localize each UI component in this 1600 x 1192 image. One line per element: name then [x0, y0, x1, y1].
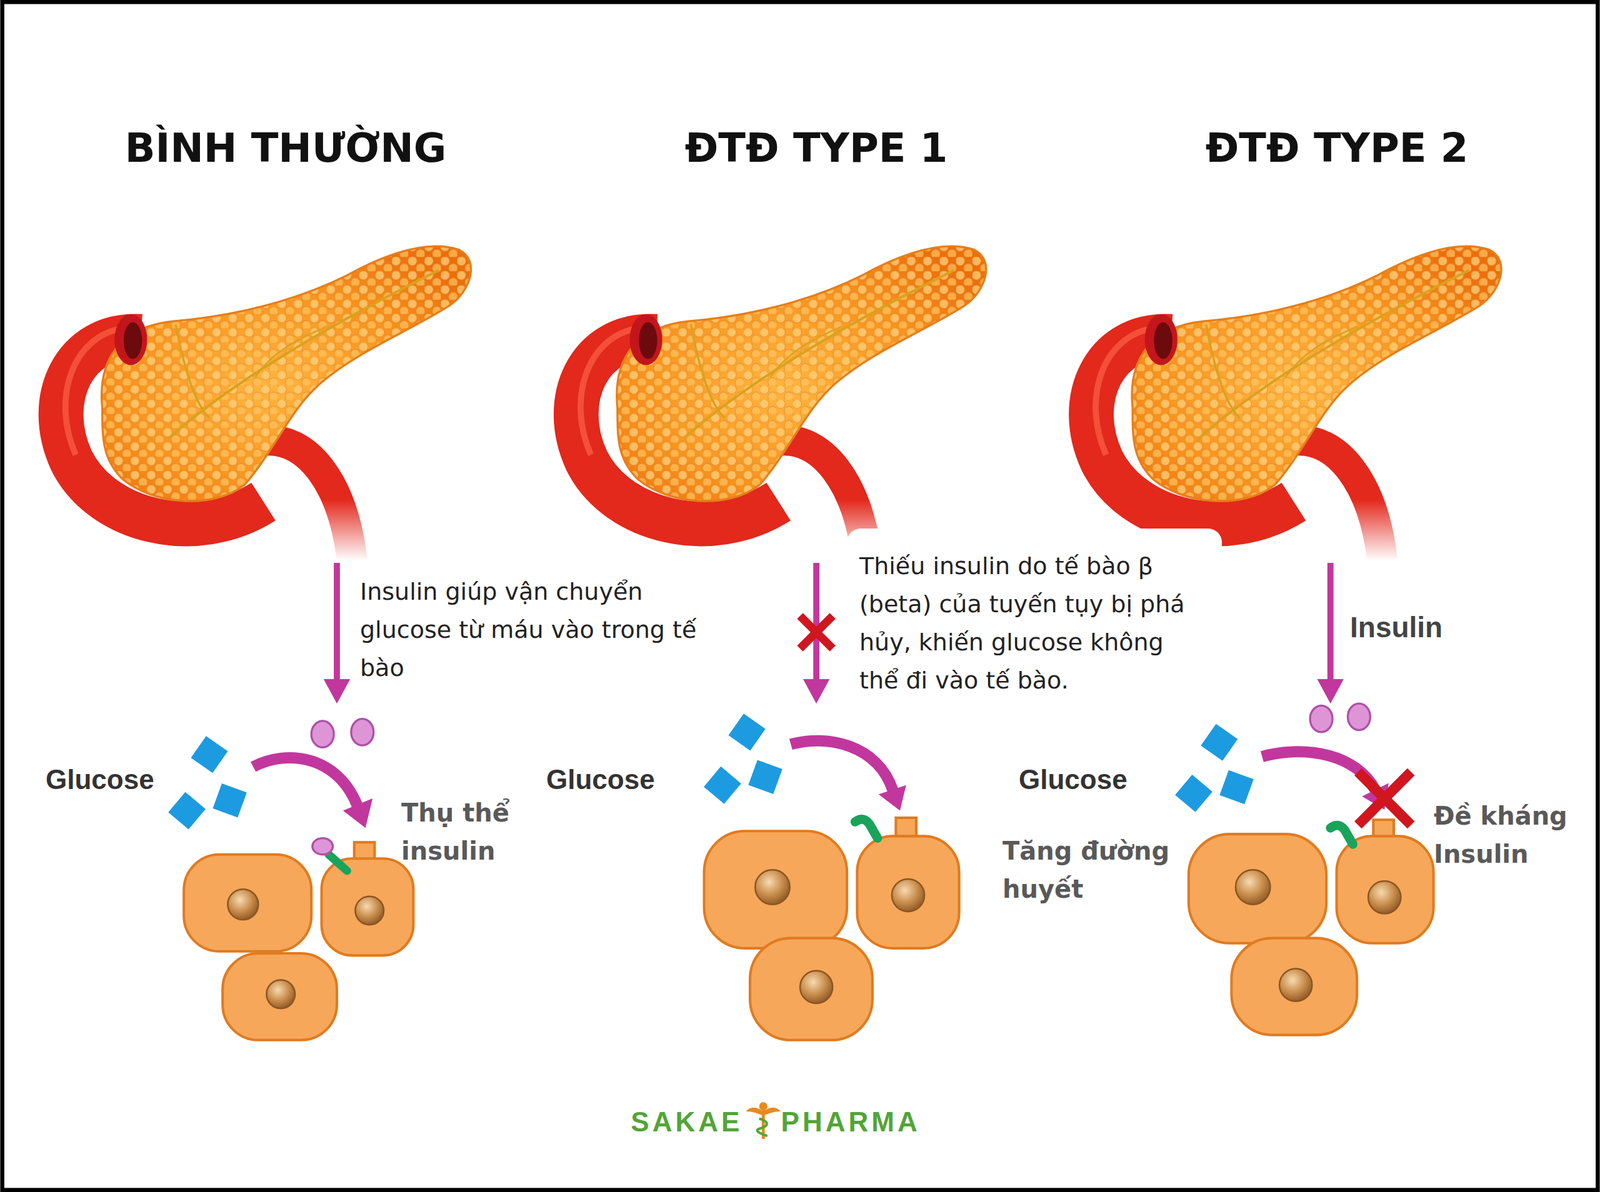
pancreas-illustration — [576, 246, 987, 561]
block-cross — [800, 616, 833, 649]
glucose-molecule — [1200, 724, 1238, 762]
insulin-receptor — [1330, 825, 1354, 845]
condition-label: Đề kháng Insulin — [1433, 797, 1598, 874]
glucose-molecule — [728, 713, 766, 751]
arrow-shaft — [813, 563, 820, 682]
molecule-label: Insulin — [1350, 610, 1488, 645]
glucose-molecule — [168, 792, 206, 830]
pancreas-illustration — [1091, 246, 1502, 561]
body-cell — [222, 953, 337, 1041]
arrow-head — [343, 798, 373, 829]
arrow-head — [878, 785, 907, 812]
body-cell — [1231, 938, 1357, 1036]
cell-nucleus — [227, 889, 259, 920]
insulin-arrow — [1317, 563, 1344, 704]
insulin-molecule — [312, 838, 334, 855]
cell-group — [704, 818, 960, 1041]
body-cell — [183, 855, 312, 952]
arrow-head — [323, 679, 350, 704]
insulin-molecule — [311, 721, 334, 748]
body-cell — [321, 858, 414, 956]
pancreas-illustration — [61, 246, 472, 561]
glucose-molecule — [1175, 775, 1213, 813]
glucose-molecule — [1219, 770, 1254, 805]
cross-stroke — [800, 616, 833, 649]
column-heading: ĐTĐ TYPE 1 — [566, 123, 1067, 174]
cell-nucleus — [755, 870, 790, 905]
molecule-label: Glucose — [546, 763, 709, 797]
molecule-label: Glucose — [1018, 763, 1182, 797]
brand-logo: SAKAE PHARMA — [525, 1106, 1026, 1139]
arrow-head — [1317, 679, 1344, 704]
block-cross — [1358, 772, 1412, 826]
glucose-molecule — [212, 783, 247, 818]
cross-stroke — [800, 616, 833, 649]
glucose-molecule — [190, 736, 228, 774]
body-cell — [1336, 836, 1434, 944]
arrow-shaft — [333, 563, 340, 682]
glucose-arrow — [253, 758, 357, 806]
molecule-label: Glucose — [45, 763, 209, 797]
annotation-text: Insulin giúp vận chuyển glucose từ máu v… — [360, 573, 698, 688]
glucose-arrow — [790, 741, 893, 791]
cell-nucleus — [1235, 870, 1270, 905]
body-cell — [1188, 834, 1327, 944]
insulin-arrow — [323, 563, 350, 704]
receptor-label: Thụ thể insulin — [401, 794, 552, 871]
insulin-receptor — [855, 819, 878, 839]
cross-stroke — [1358, 772, 1412, 826]
cell-group — [1188, 820, 1434, 1035]
cell-nucleus — [266, 980, 295, 1010]
glucose-molecule — [748, 760, 782, 795]
cell-nucleus — [355, 896, 384, 926]
column-heading: ĐTĐ TYPE 2 — [1086, 123, 1587, 174]
cell-nucleus — [1368, 881, 1401, 914]
arrow-shaft — [1327, 563, 1334, 682]
cell-nucleus — [891, 879, 925, 912]
insulin-receptor — [328, 855, 347, 872]
insulin-molecule — [351, 719, 374, 746]
body-cell — [704, 831, 848, 949]
body-cell — [750, 938, 873, 1041]
insulin-molecule — [1310, 705, 1333, 732]
callout-text: Thiếu insulin do tế bào β (beta) của tuy… — [859, 547, 1210, 700]
cell-nucleus — [800, 971, 833, 1004]
body-cell — [856, 836, 959, 949]
insulin-molecule — [1347, 703, 1370, 730]
condition-label: Tăng đường huyết — [1002, 832, 1190, 909]
cell-nucleus — [1279, 969, 1312, 1002]
glucose-arrow — [1261, 751, 1375, 791]
cross-stroke — [1358, 772, 1412, 826]
cell-group — [183, 838, 414, 1041]
callout-box: Thiếu insulin do tế bào β (beta) của tuy… — [846, 528, 1222, 715]
column-heading: BÌNH THƯỜNG — [35, 123, 536, 174]
glucose-molecule — [703, 766, 742, 805]
arrow-head — [803, 679, 830, 704]
